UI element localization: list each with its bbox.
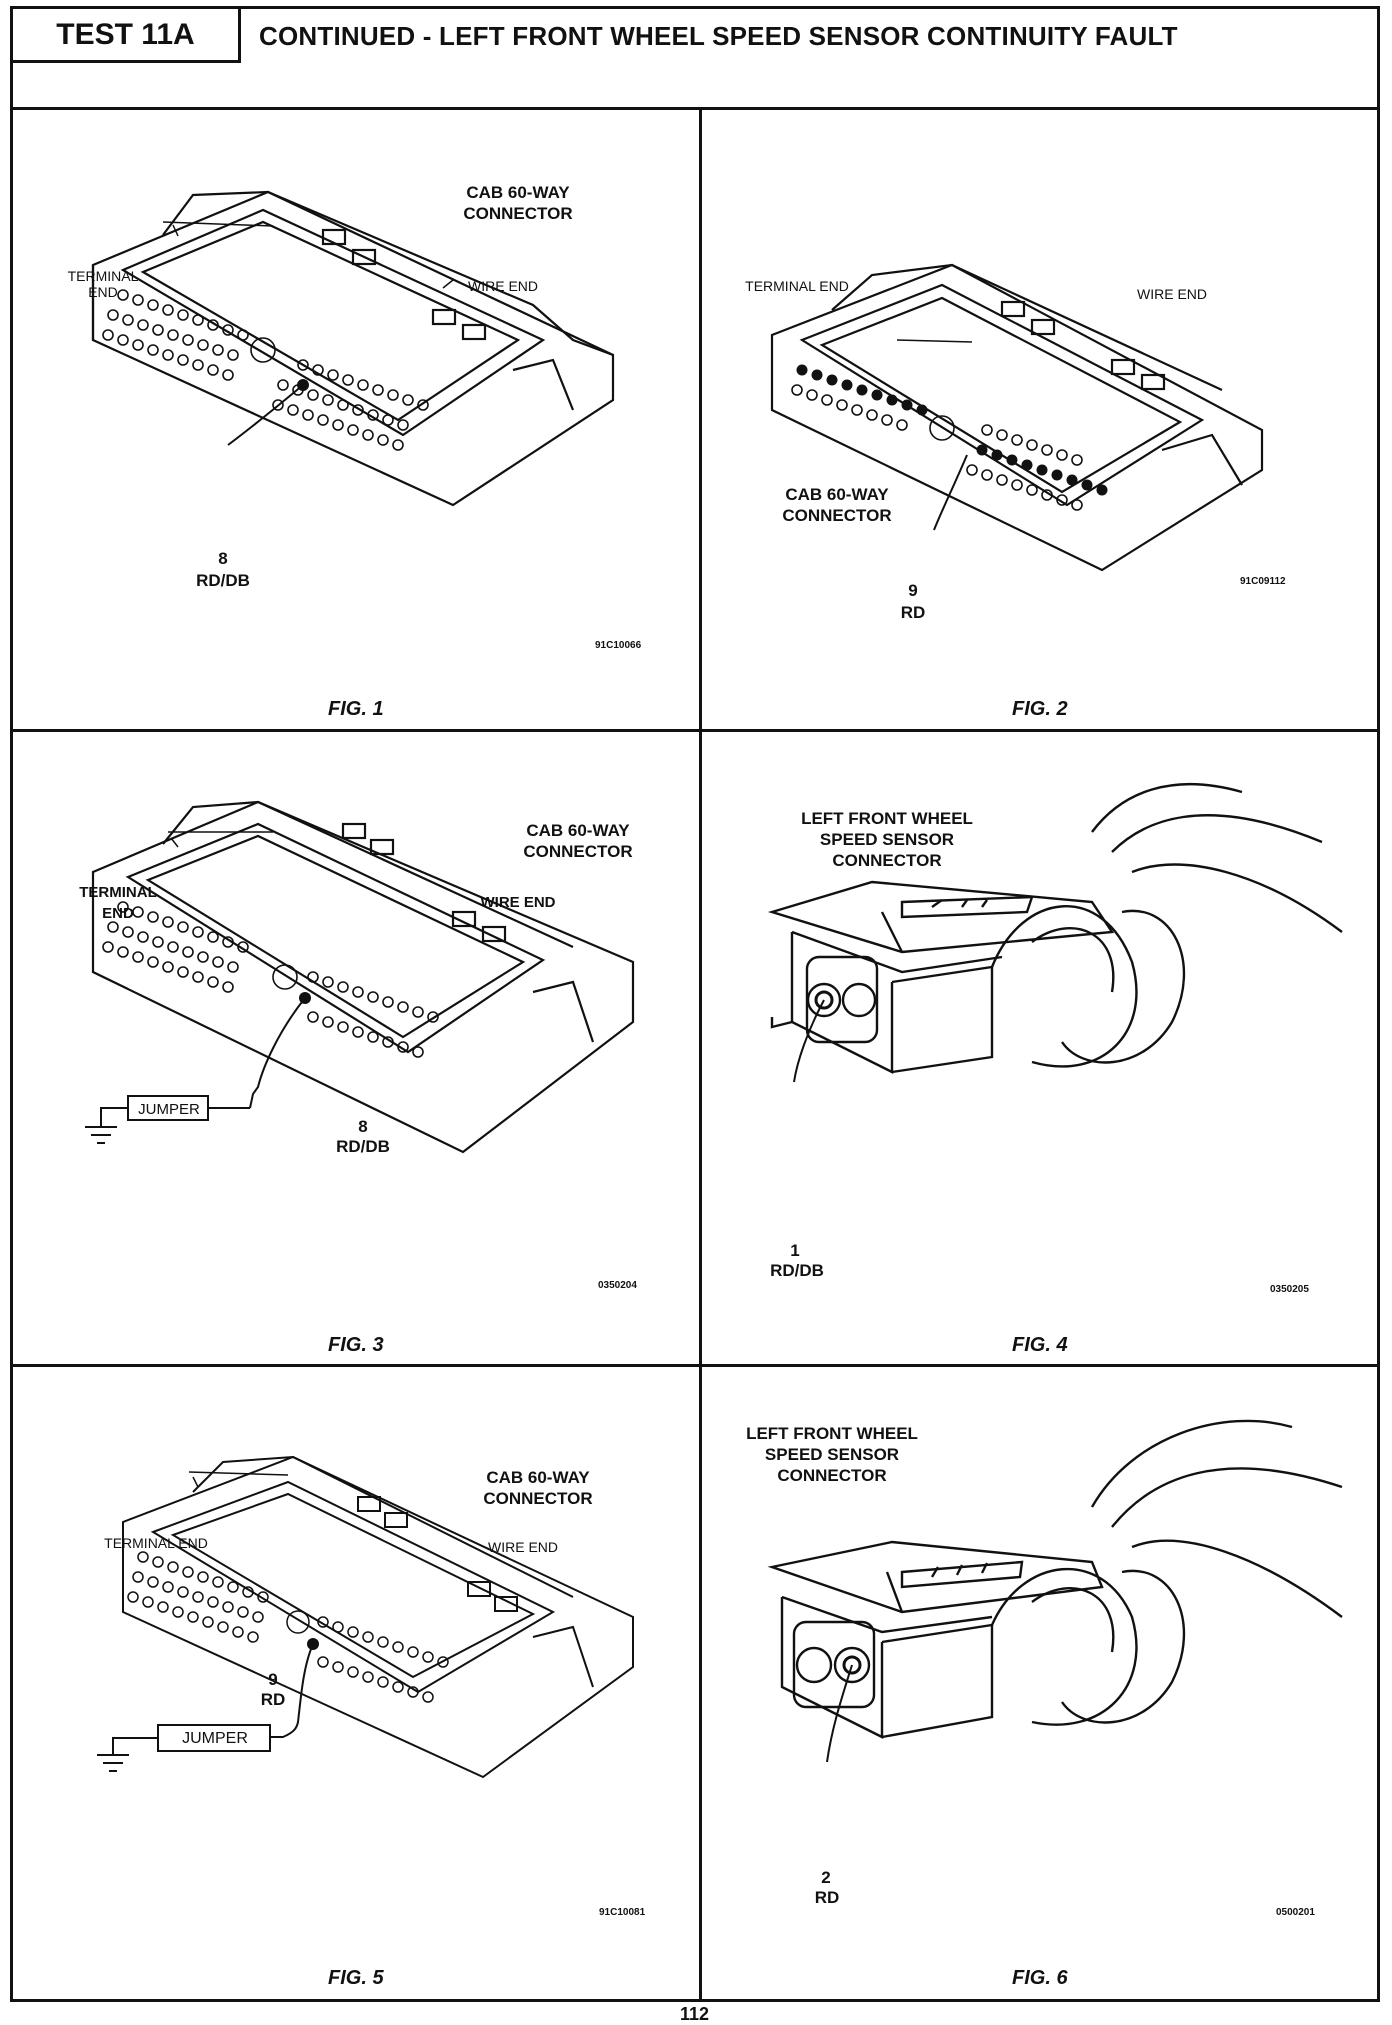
manual-page: TEST 11A CONTINUED - LEFT FRONT WHEEL SP…	[10, 6, 1380, 2002]
page-number: 112	[680, 2004, 710, 2024]
fig2-terminal-end-label: TERMINAL END	[745, 278, 849, 294]
fig5-wire-color: RD	[260, 1690, 286, 1709]
cab-connector-diagram-3	[85, 800, 635, 1154]
figure-3-panel: CAB 60-WAY CONNECTOR TERMINAL END WIRE E…	[13, 732, 699, 1364]
fig5-wire-end-label: WIRE END	[488, 1539, 558, 1555]
fig3-jumper-label: JUMPER	[138, 1101, 200, 1118]
fig4-code: 0350205	[1270, 1284, 1309, 1295]
fig4-caption: FIG. 4	[1012, 1334, 1068, 1356]
cab-connector-diagram-5	[97, 1455, 634, 1779]
fig4-wire-color: RD/DB	[770, 1261, 824, 1280]
fig1-caption: FIG. 1	[328, 698, 384, 720]
row-divider-1	[13, 729, 1377, 732]
fig3-wire-color: RD/DB	[336, 1137, 390, 1156]
header-divider	[13, 107, 1377, 110]
fig3-wire-end-label: WIRE END	[480, 894, 556, 911]
fig6-connector-label: LEFT FRONT WHEEL SPEED SENSOR CONNECTOR	[746, 1424, 918, 1485]
fig1-terminal-end-label: TERMINAL END	[67, 268, 139, 300]
fig5-code: 91C10081	[599, 1907, 646, 1918]
fig5-connector-label: CAB 60-WAY CONNECTOR	[483, 1468, 593, 1508]
fig6-wire-color: RD	[814, 1888, 840, 1907]
fig3-pin-number: 8	[358, 1117, 368, 1136]
fig2-pin-number: 9	[908, 581, 918, 600]
fig5-pin-number: 9	[268, 1670, 278, 1689]
fig1-wire-color: RD/DB	[196, 571, 250, 590]
sensor-connector-diagram-4	[767, 782, 1343, 1083]
page-title: CONTINUED - LEFT FRONT WHEEL SPEED SENSO…	[259, 21, 1178, 51]
fig4-pin-number: 1	[790, 1241, 800, 1260]
fig3-terminal-end-label: TERMINAL END	[79, 884, 157, 922]
figure-5-panel: CAB 60-WAY CONNECTOR TERMINAL END WIRE E…	[13, 1367, 699, 2000]
fig1-pin-number: 8	[218, 549, 228, 568]
sensor-connector-diagram-6	[767, 1419, 1343, 1763]
fig6-code: 0500201	[1276, 1907, 1315, 1918]
figure-6-panel: LEFT FRONT WHEEL SPEED SENSOR CONNECTOR …	[702, 1367, 1383, 2000]
fig3-caption: FIG. 3	[328, 1334, 384, 1356]
column-divider	[699, 107, 702, 2000]
fig1-wire-end-label: WIRE END	[468, 278, 538, 294]
cab-connector-diagram-2	[770, 263, 1264, 572]
fig6-caption: FIG. 6	[1012, 1967, 1068, 1989]
fig3-connector-label: CAB 60-WAY CONNECTOR	[523, 821, 633, 861]
fig4-connector-label: LEFT FRONT WHEEL SPEED SENSOR CONNECTOR	[801, 809, 973, 870]
fig1-code: 91C10066	[595, 640, 642, 651]
row-divider-2	[13, 1364, 1377, 1367]
fig2-caption: FIG. 2	[1012, 698, 1068, 720]
figure-4-panel: LEFT FRONT WHEEL SPEED SENSOR CONNECTOR …	[702, 732, 1383, 1364]
fig5-terminal-end-label: TERMINAL END	[104, 1535, 208, 1551]
fig2-connector-label: CAB 60-WAY CONNECTOR	[782, 485, 892, 525]
fig6-pin-number: 2	[821, 1868, 831, 1887]
figure-1-panel: CAB 60-WAY CONNECTOR TERMINAL END WIRE E…	[13, 110, 699, 729]
fig2-wire-color: RD	[900, 603, 926, 622]
fig2-code: 91C09112	[1240, 576, 1286, 587]
fig5-caption: FIG. 5	[328, 1967, 384, 1989]
test-label: TEST 11A	[13, 9, 241, 63]
fig1-connector-label: CAB 60-WAY CONNECTOR	[463, 183, 573, 223]
figure-2-panel: TERMINAL END WIRE END CAB 60-WAY CONNECT…	[702, 110, 1383, 729]
fig2-wire-end-label: WIRE END	[1137, 286, 1207, 302]
fig3-code: 0350204	[598, 1280, 637, 1291]
cab-connector-diagram-1	[91, 190, 615, 507]
fig5-jumper-label: JUMPER	[182, 1730, 248, 1747]
